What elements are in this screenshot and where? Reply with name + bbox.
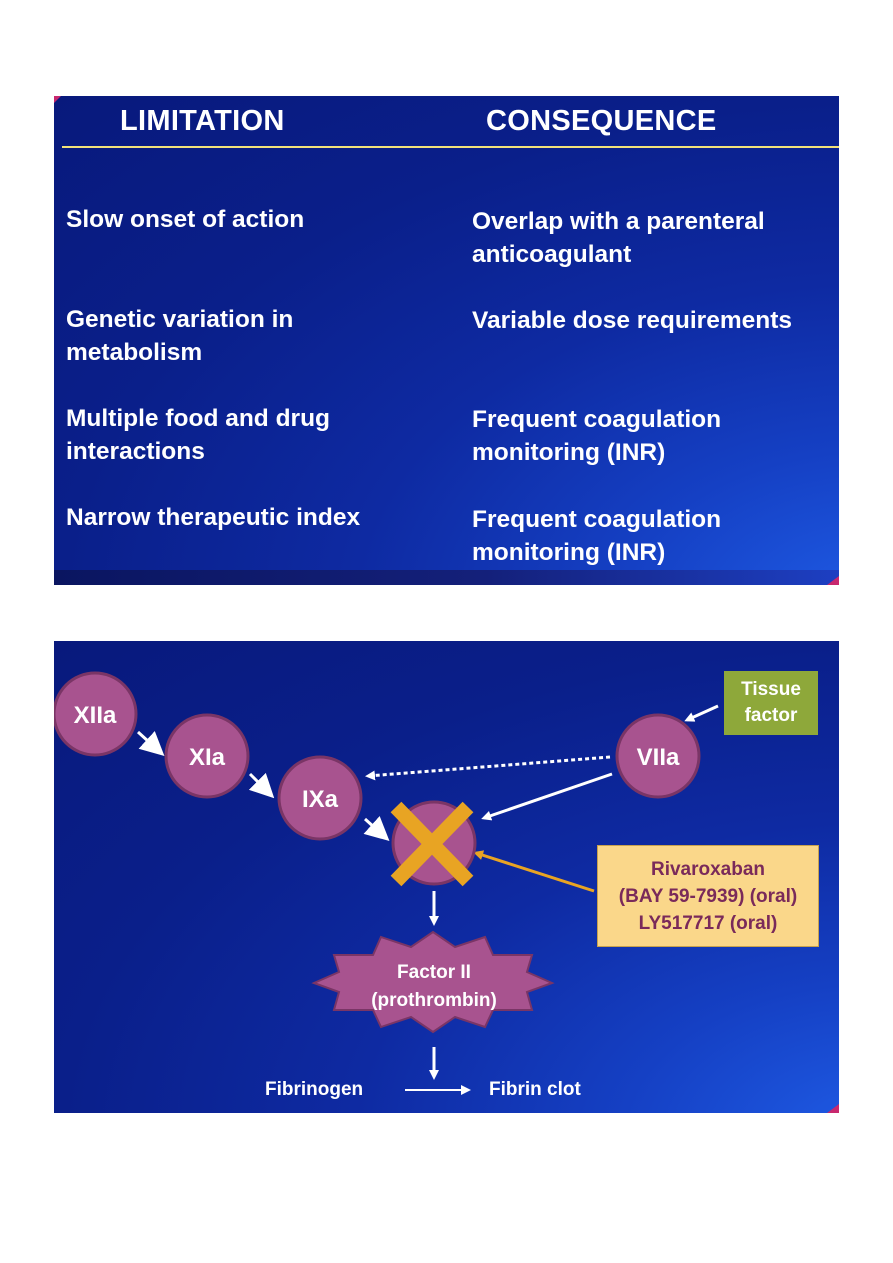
text-line: Tissue	[741, 679, 801, 700]
text-line: monitoring (INR)	[472, 439, 666, 466]
consequence-cell: Overlap with a parenteral anticoagulant	[472, 205, 839, 271]
header-limitation: LIMITATION	[120, 105, 285, 137]
node-ixa	[277, 755, 363, 841]
bottom-band	[54, 570, 839, 585]
text-line: monitoring (INR)	[472, 539, 666, 566]
consequence-cell: Frequent coagulation monitoring (INR)	[472, 503, 839, 569]
fibrinogen-label: Fibrinogen	[265, 1079, 364, 1100]
arrow-ixa-xa	[363, 816, 390, 842]
text-line: Overlap with a parenteral	[472, 208, 765, 235]
header-consequence: CONSEQUENCE	[486, 105, 717, 137]
text-line: (BAY 59-7939) (oral)	[618, 885, 798, 907]
factor-ii-star	[311, 930, 555, 1034]
text-line: metabolism	[66, 339, 203, 366]
text-line: Frequent coagulation	[472, 406, 722, 433]
node-xia-label: XIa	[189, 744, 226, 771]
text-line: interactions	[66, 438, 205, 465]
limitation-cell: Multiple food and drug interactions	[66, 402, 446, 468]
limitation-cell: Genetic variation in metabolism	[66, 303, 446, 369]
arrow-xiia-xia	[136, 730, 165, 757]
header-divider	[62, 146, 839, 148]
tissue-factor-box: Tissue factor	[724, 671, 818, 735]
text-line: anticoagulant	[472, 241, 632, 268]
corner-accent	[827, 1104, 839, 1113]
text-line: Variable dose requirements	[472, 307, 792, 334]
node-viia-label: VIIa	[637, 744, 680, 771]
consequence-cell: Frequent coagulation monitoring (INR)	[472, 403, 839, 469]
slide-coagulation-cascade: XIIa XIa IXa VIIa Factor II (prothrombin…	[54, 641, 839, 1113]
limitation-cell: Narrow therapeutic index	[66, 501, 446, 534]
factor-ii-sublabel: (prothrombin)	[371, 990, 497, 1011]
node-xiia-label: XIIa	[74, 702, 117, 729]
limitation-cell: Slow onset of action	[66, 203, 446, 236]
arrow-xia-ixa	[248, 772, 275, 799]
arrow-viia-ixa-dotted	[365, 755, 611, 781]
arrow-viia-xa	[481, 772, 613, 821]
node-xiia	[54, 671, 138, 757]
node-ixa-label: IXa	[302, 786, 339, 813]
fibrin-clot-label: Fibrin clot	[489, 1079, 581, 1100]
text-line: Narrow therapeutic index	[66, 504, 361, 531]
corner-accent	[827, 576, 839, 585]
drug-box: Rivaroxaban (BAY 59-7939) (oral) LY51771…	[597, 845, 819, 947]
node-viia	[615, 713, 701, 799]
arrow-drug-xa	[473, 850, 595, 893]
text-line: Genetic variation in	[66, 306, 294, 333]
text-line: Multiple food and drug	[66, 405, 331, 432]
text-line: Rivaroxaban	[650, 858, 766, 880]
factor-ii-label: Factor II	[397, 962, 471, 983]
text-line: Frequent coagulation	[472, 506, 722, 533]
corner-accent	[54, 96, 61, 103]
text-line: factor	[744, 705, 798, 726]
text-line: Slow onset of action	[66, 206, 305, 233]
cross-icon	[390, 801, 474, 887]
cascade-diagram: XIIa XIa IXa VIIa Factor II (prothrombin…	[54, 671, 719, 1095]
slide-limitations: LIMITATION CONSEQUENCE Slow onset of act…	[54, 96, 839, 585]
arrow-tissue-viia	[684, 704, 719, 722]
consequence-cell: Variable dose requirements	[472, 304, 839, 337]
text-line: LY517717 (oral)	[638, 912, 778, 934]
node-xia	[164, 713, 250, 799]
